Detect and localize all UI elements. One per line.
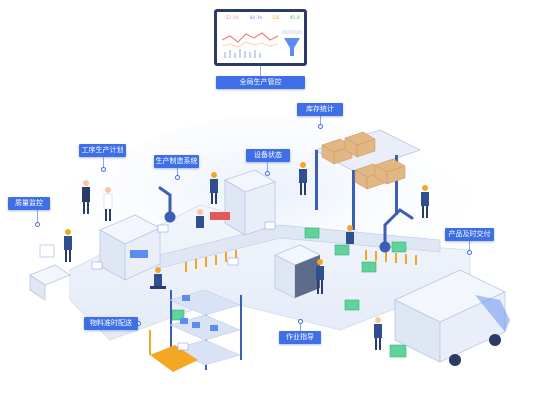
- worker: [374, 317, 382, 350]
- worker: [196, 209, 204, 228]
- connector-line: [177, 167, 178, 177]
- worker: [64, 229, 72, 262]
- monitor-stat-3: 126: [272, 15, 280, 20]
- connector-line: [103, 156, 104, 169]
- robot-arm-left: [158, 186, 176, 223]
- worker: [150, 267, 166, 289]
- connector-dot: [298, 319, 303, 324]
- robot-arm: [379, 208, 414, 253]
- worker: [346, 225, 354, 244]
- connector-line: [300, 322, 301, 332]
- connector-line: [37, 209, 38, 224]
- label-quality-monitoring: 质量监控: [8, 197, 50, 210]
- label-global-production-control: 全局生产管控: [216, 76, 305, 89]
- connector-dot: [175, 175, 180, 180]
- connector-line: [320, 115, 321, 126]
- connector-line: [267, 161, 268, 173]
- connector-line: [260, 66, 261, 76]
- connector-dot: [467, 250, 472, 255]
- monitor-stat-4: 45.8: [290, 15, 300, 20]
- worker: [103, 187, 113, 221]
- workers: [64, 162, 429, 350]
- quality-device: [29, 244, 71, 301]
- worker: [210, 172, 218, 204]
- delivery-truck: [394, 269, 510, 366]
- connector-dot: [318, 124, 323, 129]
- connector-dot: [101, 167, 106, 172]
- production-machine: [99, 214, 161, 281]
- label-material-delivery: 物料准时配送: [84, 317, 138, 330]
- label-process-production-plan: 工序生产计划: [79, 144, 126, 157]
- worker: [299, 162, 307, 195]
- label-work-guidance: 作业指导: [279, 331, 321, 344]
- label-inventory-statistics: 库存统计: [297, 103, 343, 116]
- label-manufacturing-system: 生产制造系统: [154, 155, 199, 168]
- dashboard-monitor: [214, 9, 307, 66]
- storage-rack: [313, 129, 422, 230]
- monitor-stat-2: 84.1%: [250, 15, 263, 20]
- connector-line: [469, 240, 470, 252]
- worker: [421, 185, 429, 218]
- pallet-jack: [149, 330, 198, 372]
- tablets: [91, 221, 276, 351]
- operation-unit: [274, 244, 321, 299]
- label-equipment-status: 设备状态: [246, 149, 290, 162]
- material-shelf: [169, 289, 242, 370]
- label-on-time-delivery: 产品及时交付: [445, 228, 494, 241]
- worker: [82, 180, 90, 214]
- monitor-stat-1: 12.54: [226, 15, 239, 20]
- connector-dot: [35, 222, 40, 227]
- connector-dot: [265, 171, 270, 176]
- worker: [316, 259, 324, 294]
